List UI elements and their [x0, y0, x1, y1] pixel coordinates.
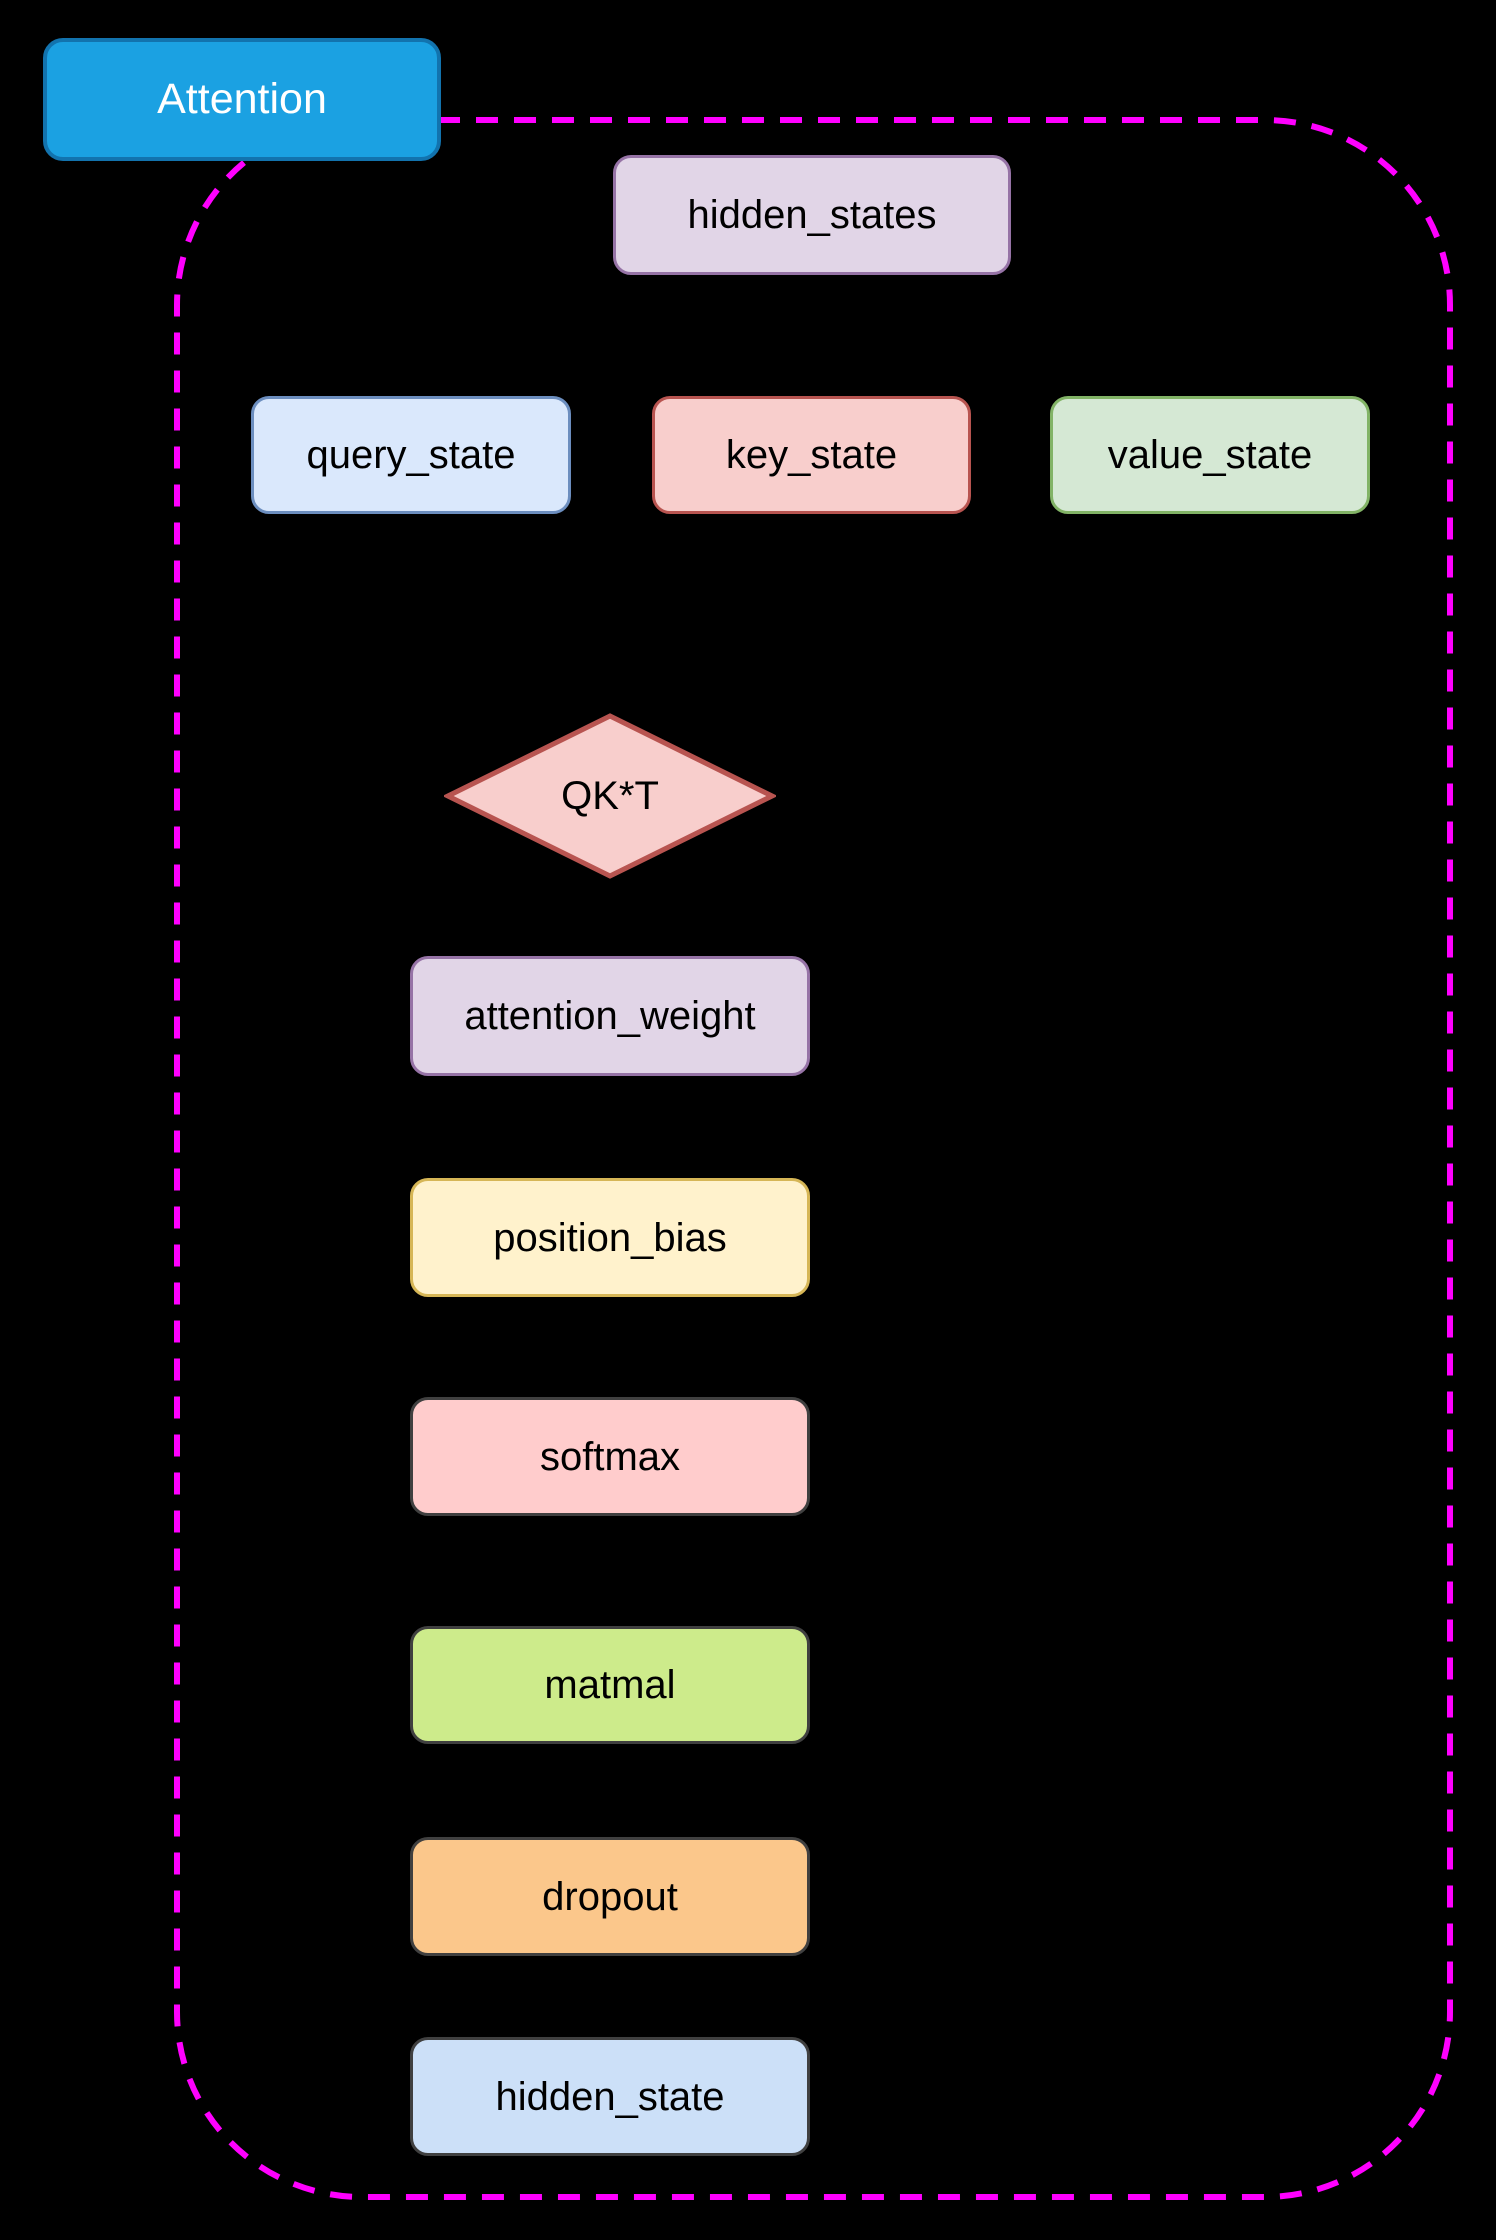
node-softmax[interactable]: softmax	[410, 1397, 810, 1516]
attention-title-label: Attention	[157, 75, 327, 123]
node-value-state[interactable]: value_state	[1050, 396, 1370, 514]
node-attention-weight-label: attention_weight	[464, 994, 756, 1038]
node-softmax-label: softmax	[539, 1434, 681, 1479]
node-query-state-label: query_state	[306, 433, 516, 477]
node-key-state[interactable]: key_state	[652, 396, 971, 514]
node-position-bias[interactable]: position_bias	[410, 1178, 810, 1297]
node-value-state-label: value_state	[1107, 433, 1313, 477]
node-hidden-states[interactable]: hidden_states	[613, 155, 1011, 275]
node-dropout-label: dropout	[542, 1874, 678, 1919]
node-hidden-states-label: hidden_states	[687, 193, 937, 237]
node-position-bias-label: position_bias	[493, 1215, 727, 1260]
node-attention-title[interactable]: Attention	[43, 38, 441, 161]
node-qkt-label: QK*T	[561, 774, 659, 818]
node-attention-weight[interactable]: attention_weight	[410, 956, 810, 1076]
node-matmal[interactable]: matmal	[410, 1626, 810, 1744]
node-query-state[interactable]: query_state	[251, 396, 571, 514]
node-hidden-state[interactable]: hidden_state	[410, 2037, 810, 2156]
node-matmal-label: matmal	[544, 1663, 676, 1707]
node-key-state-label: key_state	[725, 433, 898, 477]
node-qkt-diamond[interactable]: QK*T	[444, 712, 776, 880]
qkt-diamond-shape	[444, 713, 776, 879]
node-dropout[interactable]: dropout	[410, 1837, 810, 1956]
node-hidden-state-label: hidden_state	[495, 2074, 725, 2119]
